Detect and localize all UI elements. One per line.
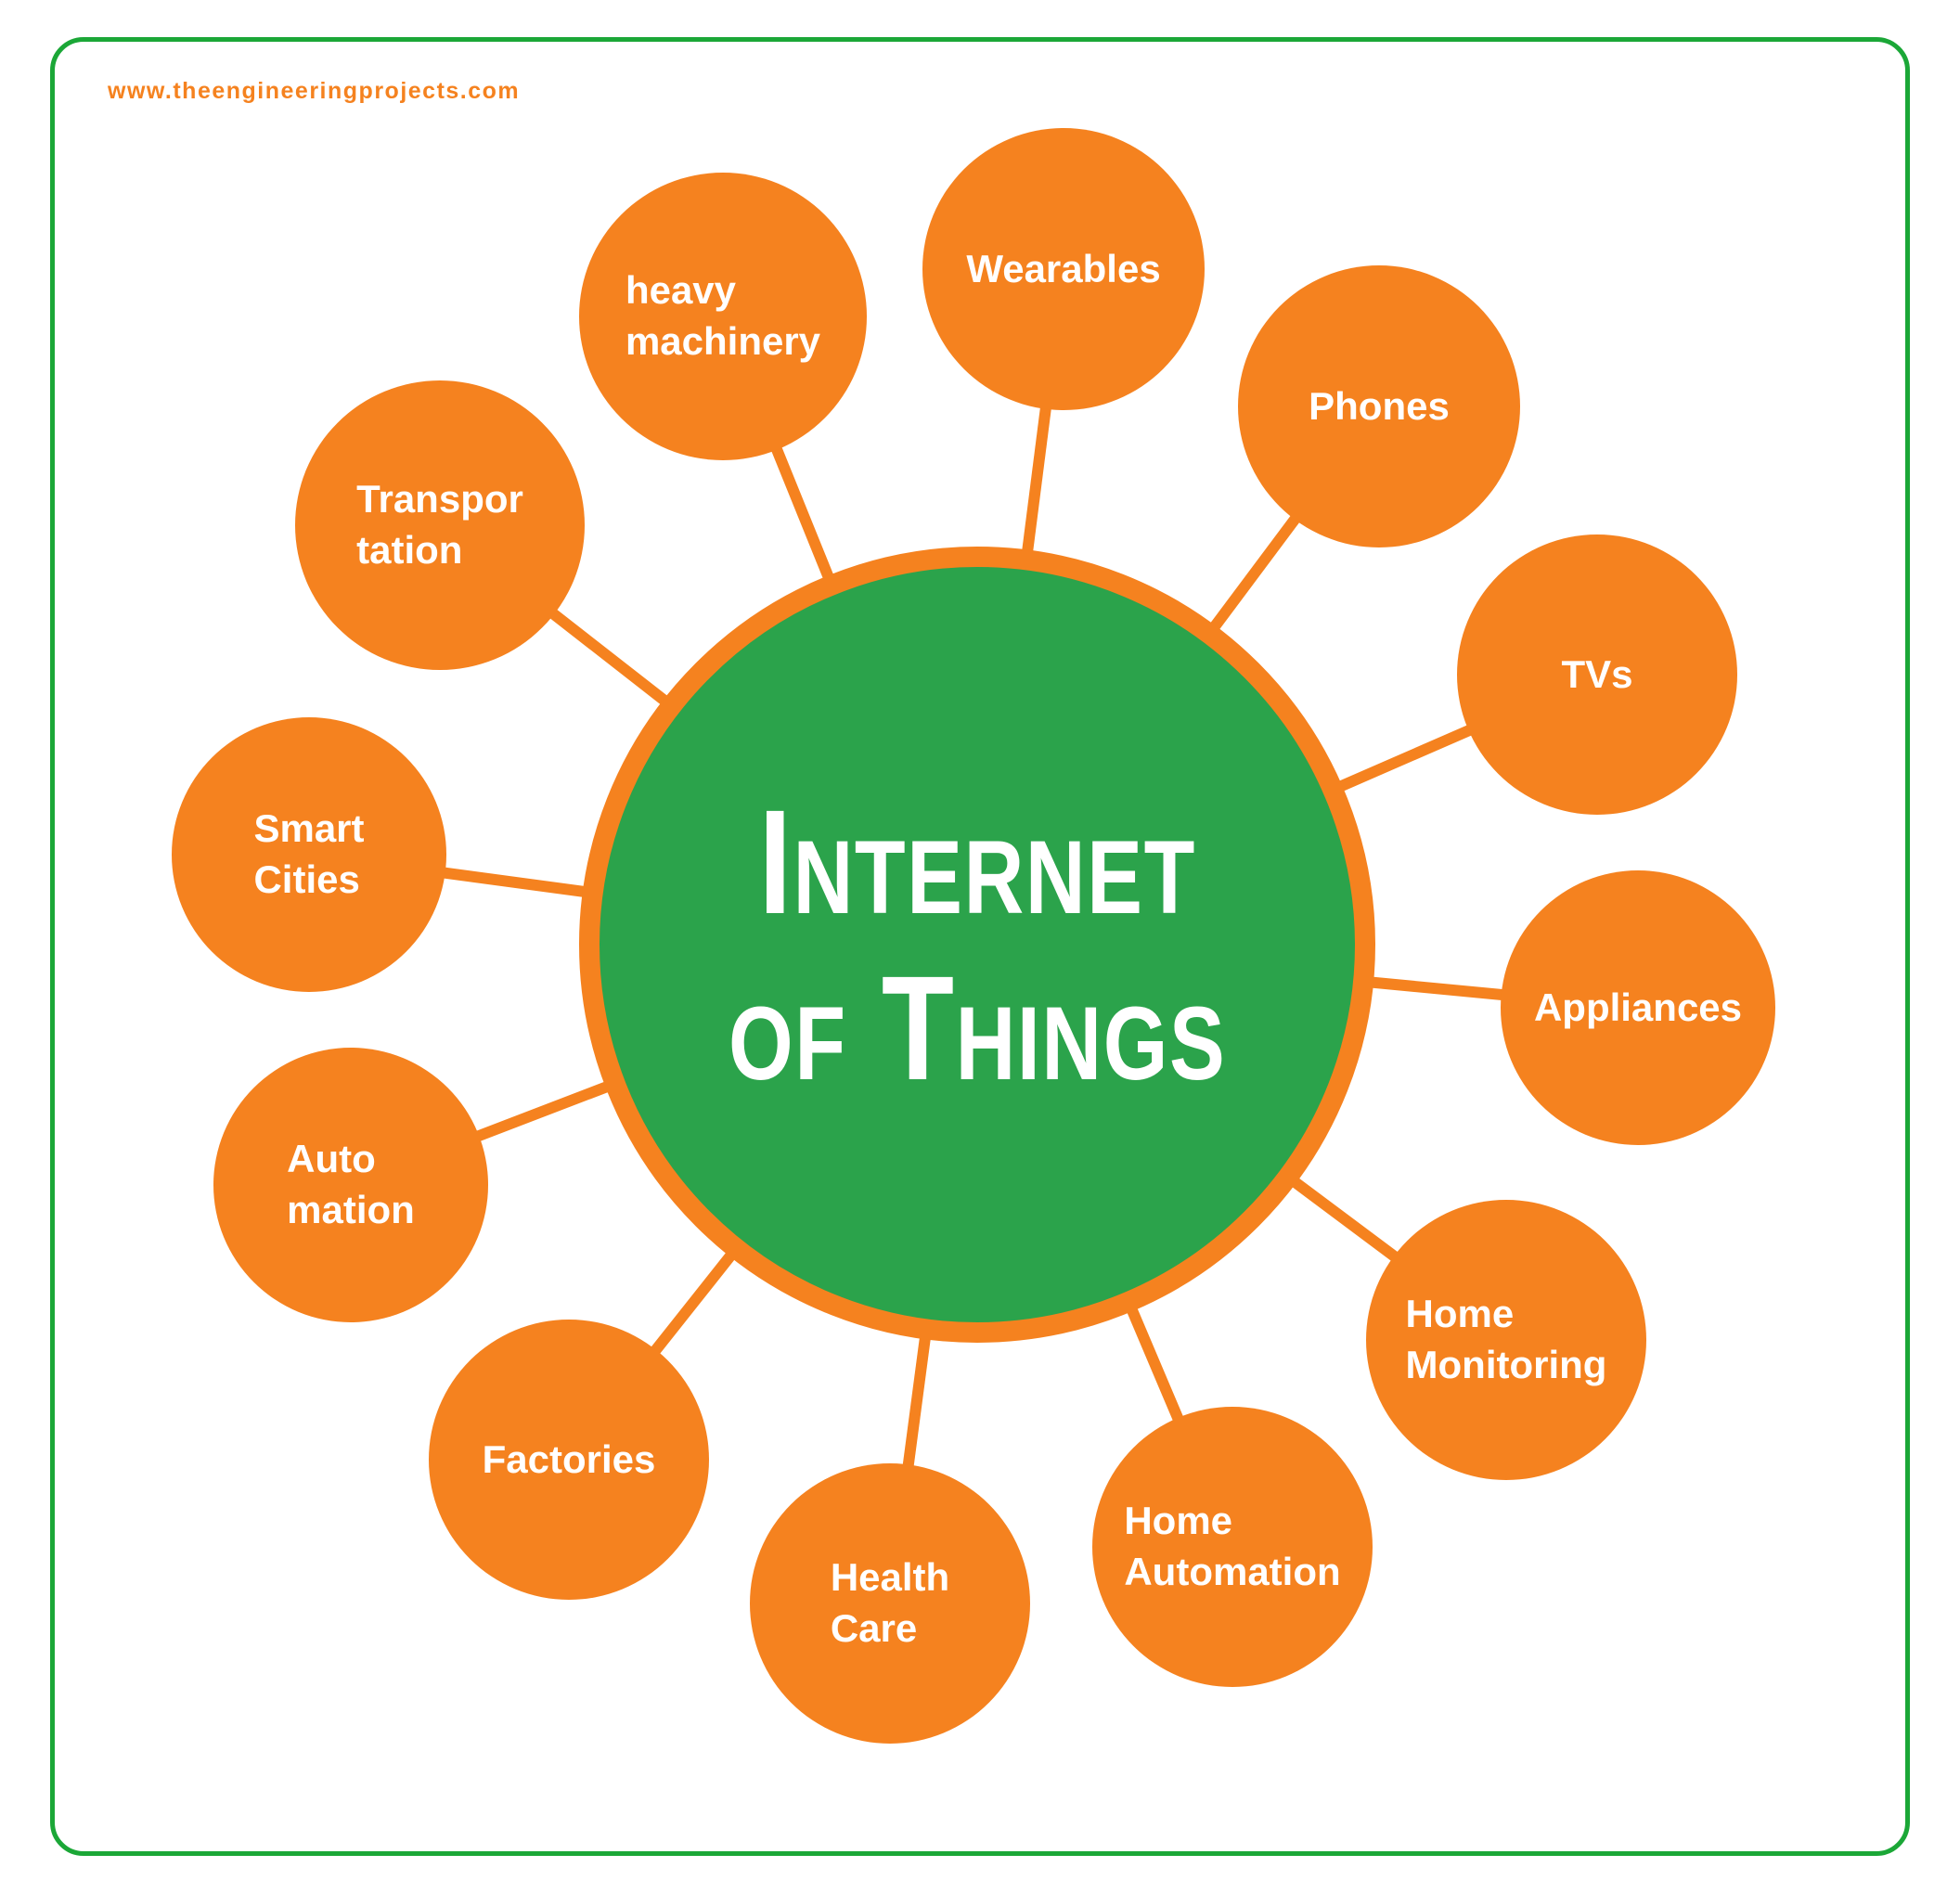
frame-border	[50, 37, 1910, 1856]
node-label: Factories	[482, 1436, 656, 1481]
website-url: www.theengineeringprojects.com	[108, 78, 521, 104]
node-label: Transpor tation	[356, 477, 523, 572]
node-smart-cities: Smart Cities	[172, 717, 446, 992]
node-appliances: Appliances	[1501, 870, 1775, 1145]
node-wearables: Wearables	[922, 128, 1205, 410]
center-node: Internet of Things	[579, 547, 1375, 1343]
node-label: Home Monitoring	[1405, 1292, 1607, 1386]
node-label: Health Care	[830, 1555, 950, 1650]
node-label: Auto mation	[287, 1137, 415, 1231]
node-label: heavy machinery	[625, 268, 821, 363]
node-home-monitoring: Home Monitoring	[1366, 1200, 1646, 1480]
node-health-care: Health Care	[750, 1463, 1030, 1744]
node-heavy-machinery: heavy machinery	[579, 173, 867, 460]
node-factories: Factories	[429, 1320, 709, 1600]
node-label: Phones	[1309, 383, 1450, 428]
node-label: Wearables	[966, 246, 1161, 290]
node-label: Appliances	[1533, 985, 1743, 1029]
node-tvs: TVs	[1457, 534, 1737, 815]
node-label: TVs	[1561, 651, 1633, 696]
node-phones: Phones	[1238, 265, 1520, 547]
node-label: Smart Cities	[253, 806, 365, 901]
node-automation: Auto mation	[213, 1048, 488, 1322]
node-home-automation: Home Automation	[1092, 1407, 1373, 1687]
node-label: Home Automation	[1124, 1499, 1341, 1593]
node-transportation: Transpor tation	[295, 380, 585, 670]
center-label: Internet of Things	[728, 778, 1227, 1111]
